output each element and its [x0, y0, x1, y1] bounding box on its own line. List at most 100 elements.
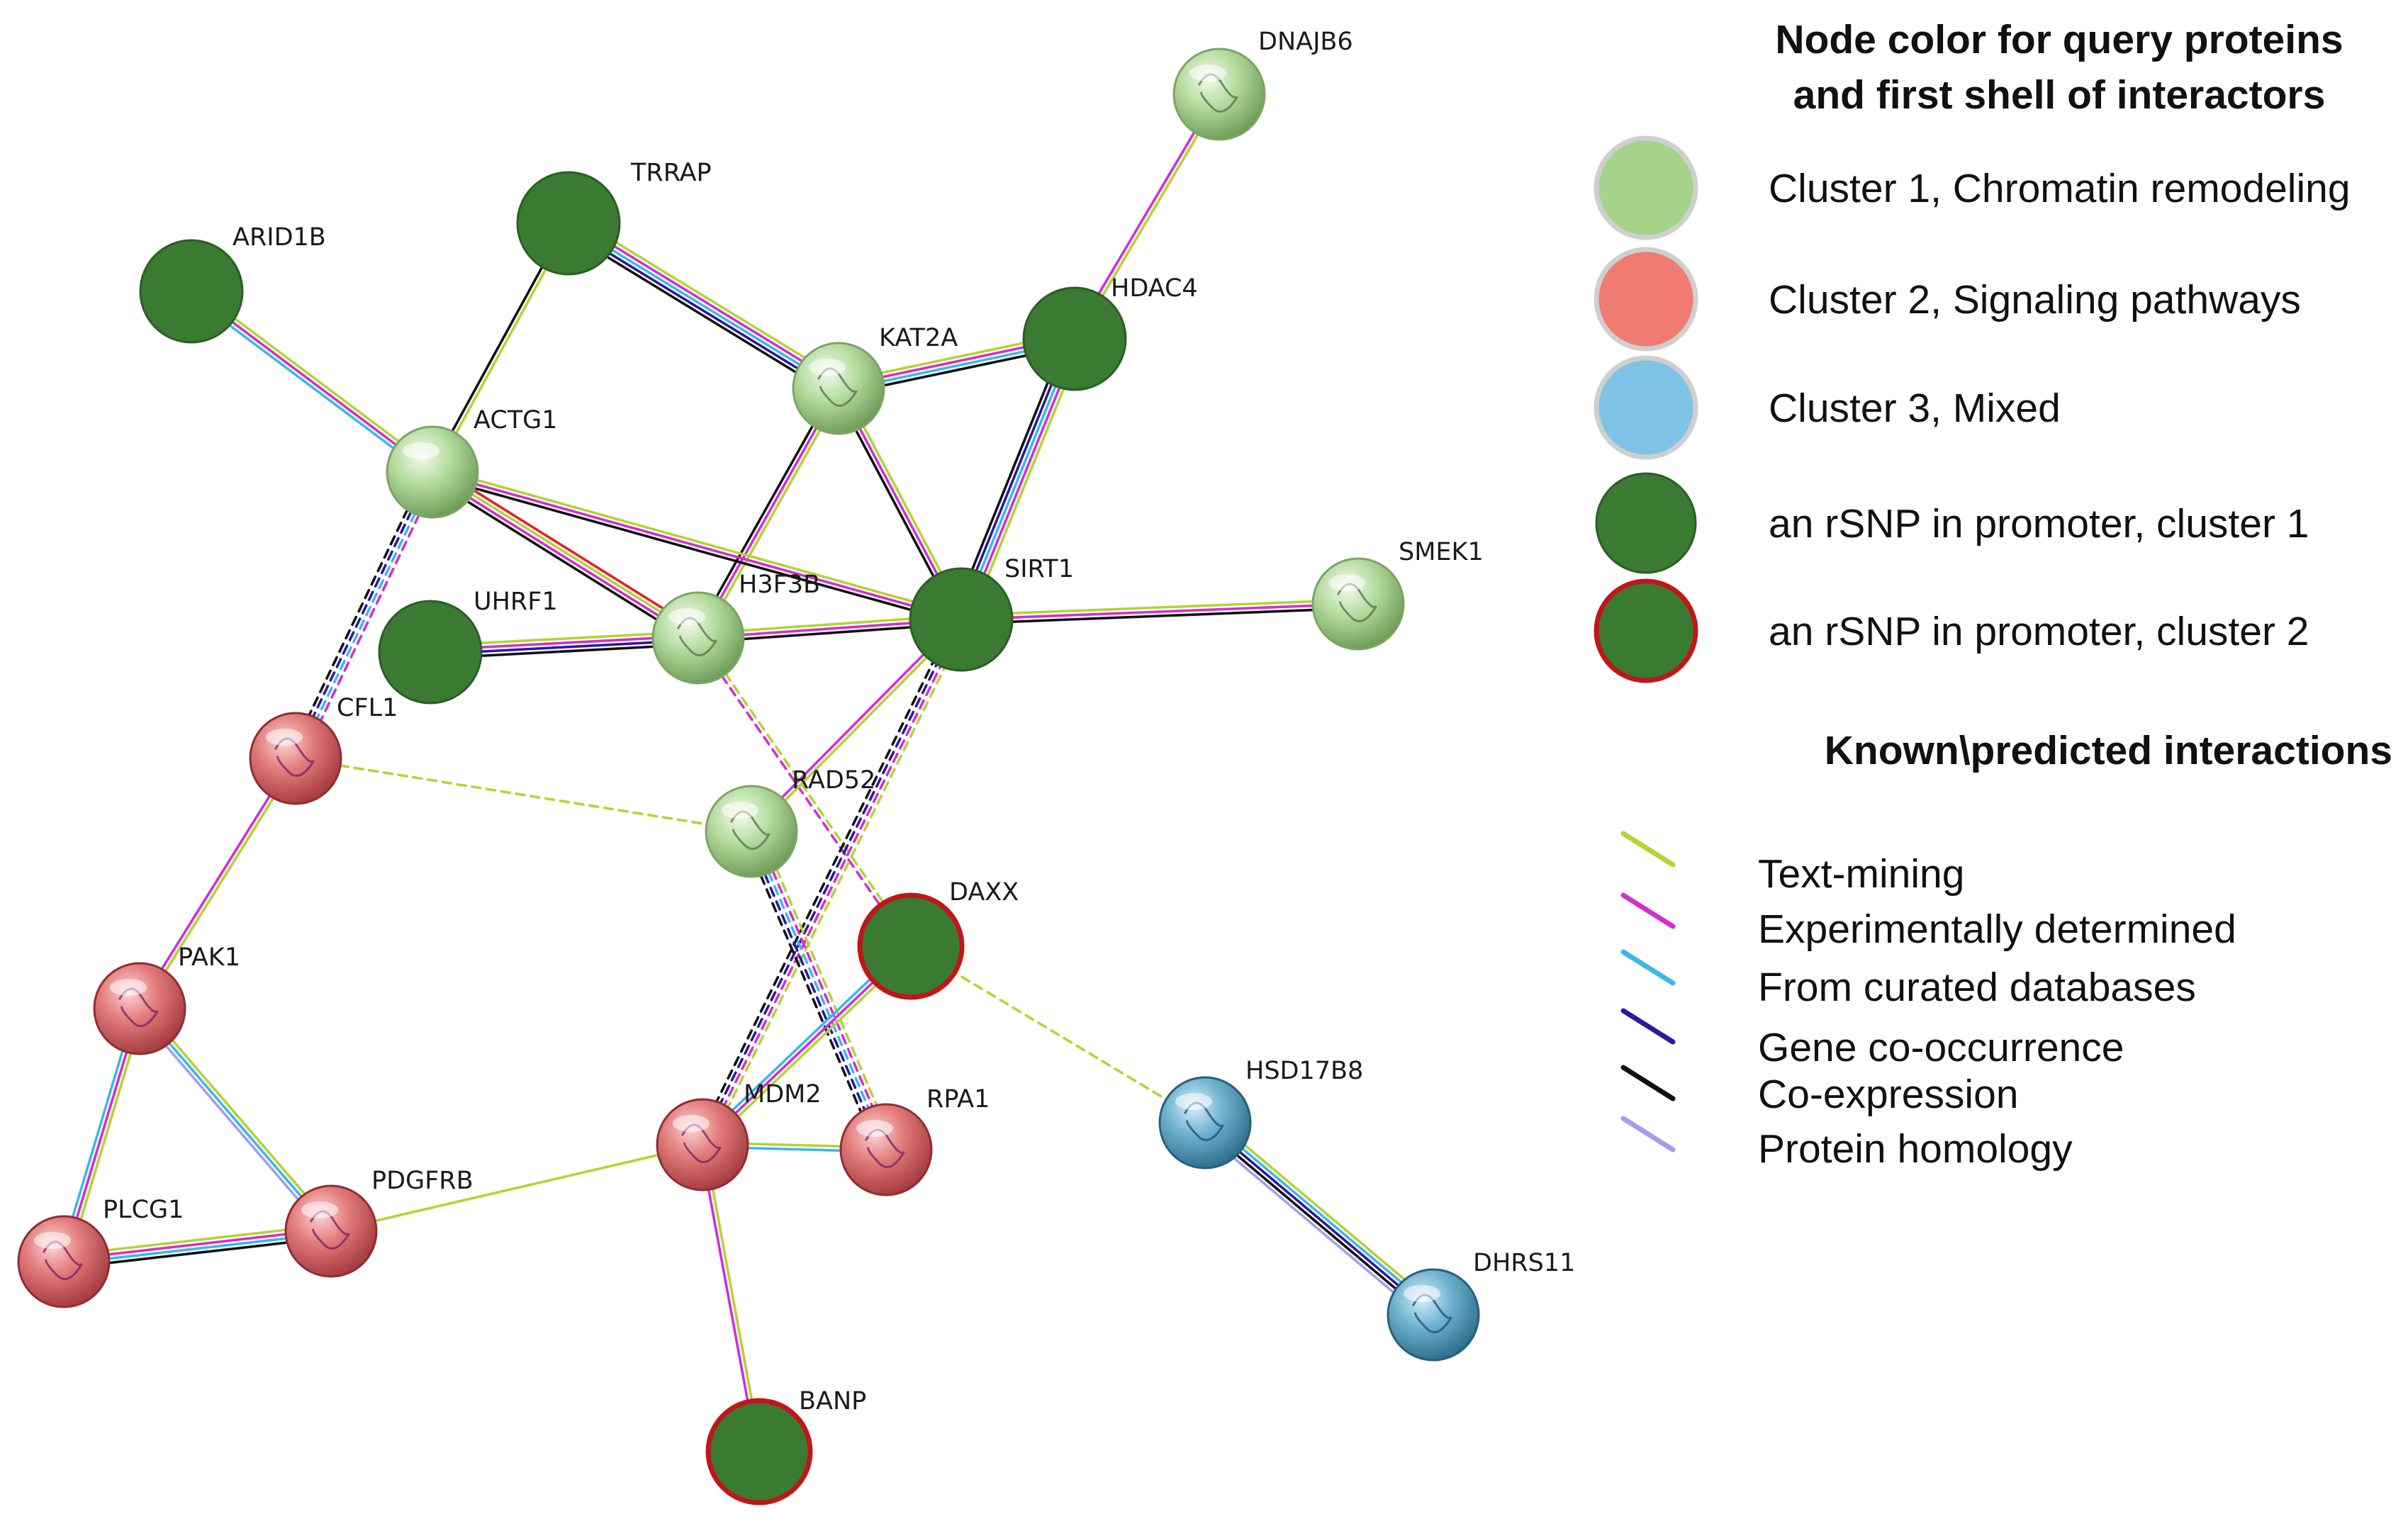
legend-label: Cluster 3, Mixed	[1769, 386, 2061, 431]
node-pak1[interactable]: PAK1	[93, 943, 240, 1055]
node-highlight	[301, 1201, 338, 1218]
node-rad52[interactable]: RAD52	[705, 766, 875, 878]
node-circle[interactable]	[857, 892, 965, 1000]
edge-strand-experimental	[431, 471, 963, 621]
node-highlight	[673, 1115, 710, 1132]
node-kat2a[interactable]: KAT2A	[792, 324, 958, 435]
node-label: KAT2A	[879, 324, 958, 352]
edge-strand-coexpression	[427, 476, 697, 645]
node-circle[interactable]	[705, 1398, 813, 1505]
node-label: MDM2	[744, 1080, 822, 1109]
node-uhrf1[interactable]: UHRF1	[378, 588, 558, 705]
edge-hsd17b8-dhrs11	[1198, 1115, 1440, 1323]
legend-edge-swatch	[1620, 831, 1676, 868]
node-circle[interactable]	[93, 962, 186, 1055]
edge-strand-gene-fusion	[434, 465, 703, 634]
node-circle[interactable]	[249, 712, 342, 805]
legend-edge-experimental: Experimentally determined	[1620, 892, 2236, 952]
edge-strand-coexpression	[562, 229, 836, 398]
legend-swatch	[1595, 472, 1697, 574]
node-circle[interactable]	[378, 600, 483, 705]
legend-edge-swatch	[1620, 1116, 1676, 1153]
node-label: ACTG1	[474, 406, 558, 434]
node-sirt1[interactable]: SIRT1	[909, 555, 1074, 672]
node-highlight	[722, 802, 758, 819]
edge-strand-text-mining	[330, 1143, 704, 1233]
edge-h3f3b-daxx	[695, 635, 914, 949]
edge-sirt1-mdm2	[695, 615, 968, 1149]
node-smek1[interactable]: SMEK1	[1311, 538, 1484, 651]
legend-edge-swatch	[1620, 1065, 1676, 1101]
edge-strand-text-mining	[698, 635, 914, 947]
edge-strand-experimental	[569, 218, 842, 386]
edge-strand-coexpression	[742, 833, 880, 1155]
node-circle[interactable]	[1387, 1268, 1480, 1362]
node-highlight	[34, 1232, 71, 1249]
node-hsd17b8[interactable]: HSD17B8	[1158, 1057, 1363, 1170]
node-dnajb6[interactable]: DNAJB6	[1172, 28, 1353, 141]
edge-strand-curated	[1206, 1118, 1438, 1313]
node-hdac4[interactable]: HDAC4	[1022, 274, 1198, 391]
node-circle[interactable]	[839, 1103, 933, 1196]
node-circle[interactable]	[656, 1098, 749, 1191]
node-highlight	[1328, 574, 1365, 591]
node-cfl1[interactable]: CFL1	[249, 694, 398, 805]
node-dhrs11[interactable]: DHRS11	[1387, 1249, 1575, 1362]
node-h3f3b[interactable]: H3F3B	[651, 571, 820, 685]
node-circle[interactable]	[909, 567, 1014, 672]
node-pdgfrb[interactable]: PDGFRB	[284, 1167, 474, 1278]
legend-edge-cooccurrence: Gene co-occurrence	[1620, 1008, 2124, 1070]
node-banp[interactable]: BANP	[705, 1387, 866, 1505]
node-highlight	[403, 442, 439, 459]
edge-strand-text-mining	[959, 598, 1360, 617]
node-circle[interactable]	[705, 785, 798, 878]
legend-edge-swatch	[1620, 1008, 1676, 1045]
edge-strand-text-mining	[140, 758, 299, 1011]
node-circle[interactable]	[1022, 286, 1127, 391]
node-circle[interactable]	[1158, 1076, 1252, 1170]
node-circle[interactable]	[1311, 557, 1405, 651]
node-daxx[interactable]: DAXX	[857, 878, 1019, 1000]
node-circle[interactable]	[284, 1184, 378, 1278]
edge-strand-curated	[296, 471, 436, 761]
node-label: HSD17B8	[1245, 1057, 1363, 1085]
legend-edge-label: From curated databases	[1758, 965, 2196, 1010]
edge-strand-curated	[567, 222, 840, 390]
legend-item-cluster3: Cluster 3, Mixed	[1594, 355, 2061, 460]
legend-edge-label: Gene co-occurrence	[1758, 1025, 2124, 1070]
node-circle[interactable]	[516, 171, 621, 276]
edge-strand-text-mining	[707, 621, 968, 1149]
node-circle[interactable]	[17, 1215, 111, 1308]
node-label: HDAC4	[1111, 274, 1198, 303]
node-actg1[interactable]: ACTG1	[386, 406, 558, 519]
legend-edge-coexpression: Co-expression	[1620, 1065, 2019, 1117]
node-trrap[interactable]: TRRAP	[516, 159, 712, 276]
node-circle[interactable]	[139, 239, 244, 344]
edge-strand-cooccurrence	[699, 617, 961, 1145]
node-label: PAK1	[178, 943, 240, 972]
node-label: H3F3B	[739, 571, 820, 599]
node-label: ARID1B	[233, 223, 326, 252]
edge-strand-experimental	[960, 602, 1360, 621]
node-arid1b[interactable]: ARID1B	[139, 223, 326, 344]
node-circle[interactable]	[386, 425, 479, 519]
node-circle[interactable]	[792, 342, 885, 435]
node-rpa1[interactable]: RPA1	[839, 1085, 990, 1196]
legend-edge-label: Protein homology	[1758, 1126, 2073, 1172]
legend-edge-title: Known\predicted interactions	[1825, 728, 2392, 773]
legend-label: an rSNP in promoter, cluster 2	[1769, 609, 2309, 654]
edge-strand-text-mining	[294, 757, 753, 833]
node-plcg1[interactable]: PLCG1	[17, 1196, 184, 1308]
node-circle[interactable]	[651, 591, 745, 685]
node-circle[interactable]	[1172, 47, 1266, 141]
legend-edge-homology: Protein homology	[1620, 1116, 2073, 1172]
node-mdm2[interactable]: MDM2	[656, 1080, 822, 1191]
node-label: RAD52	[792, 766, 875, 795]
legend-item-rsnp2: an rSNP in promoter, cluster 2	[1594, 578, 2309, 683]
node-highlight	[266, 729, 303, 746]
edge-strand-text-mining	[432, 466, 964, 617]
edge-strand-experimental	[695, 637, 911, 949]
legend-edge-label: Text-mining	[1758, 851, 1964, 897]
legend-swatch	[1594, 578, 1698, 683]
